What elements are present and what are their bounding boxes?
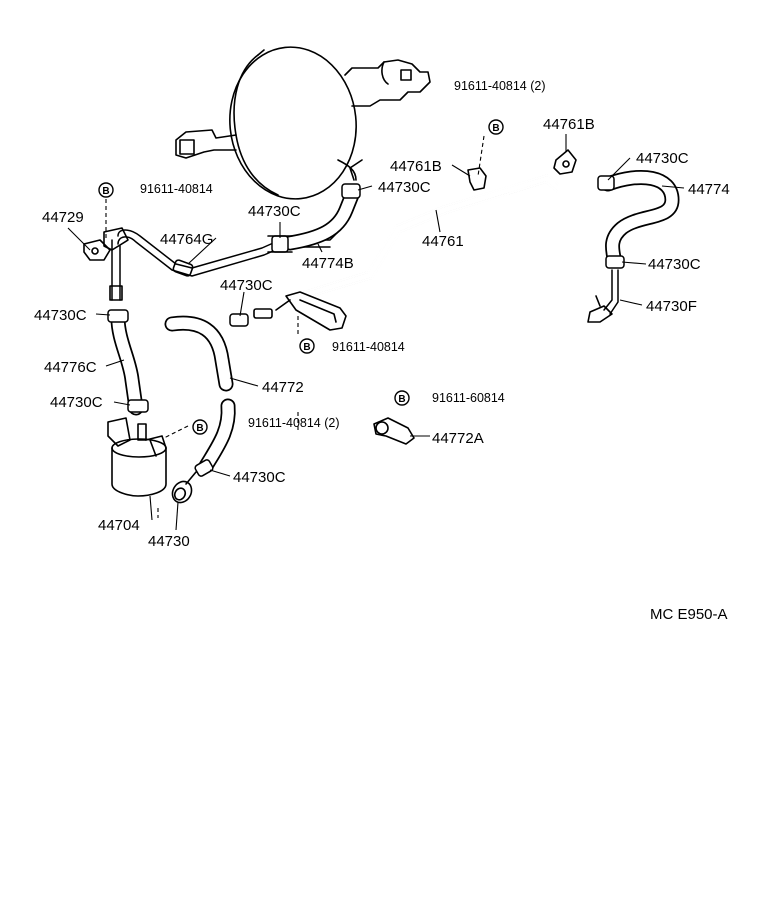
label-44772: 44772 — [262, 379, 304, 396]
label-44776c: 44776C — [44, 359, 97, 376]
diagram-code: MC E950-A — [650, 606, 728, 623]
label-44774b: 44774B — [302, 255, 354, 272]
pipe-44761 — [286, 173, 602, 305]
check-valve-44730 — [171, 471, 197, 504]
hose-44774b — [282, 159, 363, 251]
label-44730c-h: 44730C — [648, 256, 701, 273]
hose-44776c — [110, 310, 144, 416]
label-44730: 44730 — [148, 533, 190, 550]
label-44730c-a: 44730C — [34, 307, 87, 324]
bolt-symbol-3: B — [299, 338, 315, 354]
label-bolt-1: 91611-40814 — [140, 182, 213, 196]
bolt-dashed-lines — [105, 135, 485, 518]
label-44730c-b: 44730C — [50, 394, 103, 411]
label-bolt-2: 91611-40814 (2) — [454, 79, 546, 93]
bolt-symbol-5: B — [394, 390, 410, 406]
label-44761b-b: 44761B — [543, 116, 595, 133]
clamp-44730c-right-upper — [597, 175, 615, 191]
clamp-44730c-44764g — [271, 235, 289, 253]
bracket-44729 — [83, 239, 111, 261]
label-44730c-f: 44730C — [233, 469, 286, 486]
svg-text:B: B — [492, 123, 499, 134]
bolt-symbol-2: B — [488, 119, 504, 135]
canister-44704 — [107, 417, 167, 497]
svg-text:B: B — [196, 423, 203, 434]
clip-44772a — [373, 417, 415, 445]
label-44761: 44761 — [422, 233, 464, 250]
svg-text:B: B — [398, 394, 405, 405]
label-44730c-d: 44730C — [378, 179, 431, 196]
label-44730c-e: 44730C — [220, 277, 273, 294]
svg-text:B: B — [102, 186, 109, 197]
label-bolt-4: 91611-40814 (2) — [248, 416, 340, 430]
clamp-44730c-lower-mid — [194, 459, 214, 477]
label-44774: 44774 — [688, 181, 730, 198]
bolt-symbol-4: B — [192, 419, 208, 435]
label-44704: 44704 — [98, 517, 140, 534]
fitting-44730f — [587, 269, 619, 323]
label-44729: 44729 — [42, 209, 84, 226]
clamp-44730c-upper-left — [107, 309, 129, 323]
clamp-44730c-upper-mid — [229, 313, 249, 327]
hose-44774 — [600, 170, 680, 266]
label-44764g: 44764G — [160, 231, 213, 248]
clip-44761b-right — [553, 149, 577, 175]
brake-booster — [175, 46, 431, 200]
clamp-44730c-booster — [341, 183, 361, 199]
label-44730c-g: 44730C — [636, 150, 689, 167]
pipe-bracket — [253, 291, 347, 331]
label-bolt-3: 91611-40814 — [332, 340, 405, 354]
label-44761b-a: 44761B — [390, 158, 442, 175]
clip-44761b-left — [467, 167, 487, 191]
clamp-44730c-lower-left — [127, 399, 149, 413]
label-44772a: 44772A — [432, 430, 484, 447]
hose-44772 — [164, 315, 236, 474]
label-bolt-5: 91611-60814 — [432, 391, 505, 405]
label-44730f: 44730F — [646, 298, 697, 315]
bolt-symbol-1: B — [98, 182, 114, 198]
leader-lines — [67, 134, 685, 531]
clamp-44730c-right-lower — [605, 255, 625, 269]
svg-text:B: B — [303, 342, 310, 353]
label-44730c-c: 44730C — [248, 203, 301, 220]
